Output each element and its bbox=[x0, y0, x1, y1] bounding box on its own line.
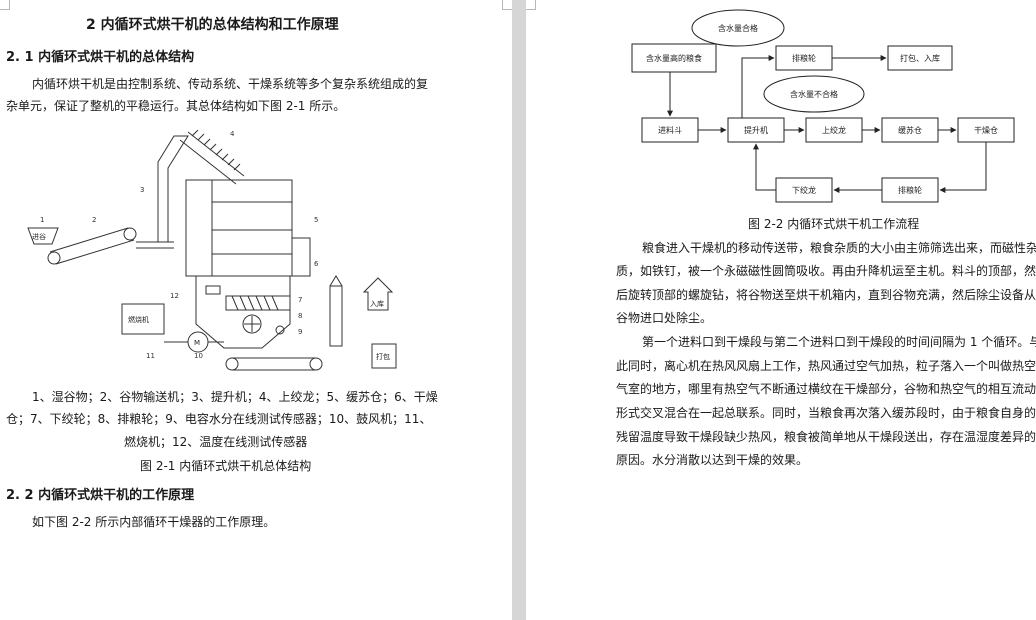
bubble-label: 含水量不合格 bbox=[790, 89, 838, 99]
bubble-qualified bbox=[691, 9, 785, 47]
box-label: 进谷 bbox=[32, 232, 46, 241]
section-heading-structure: 2. 1 内循环式烘干机的总体结构 bbox=[6, 50, 195, 65]
workflow-flowchart: 含水量高的粮食 进料斗 提升机 上绞龙 缓苏仓 干燥仓 排粮轮 打包、入库 排粮… bbox=[631, 9, 1015, 203]
paragraph-line: 形式交叉混合在一起总联系。同时，当粮食再次落入缓苏段时，由于粮食自身的 bbox=[616, 406, 1036, 420]
section-heading-principle: 2. 2 内循环式烘干机的工作原理 bbox=[6, 488, 195, 503]
flow-label: 打包、入库 bbox=[900, 53, 940, 63]
flow-box-elevator bbox=[727, 117, 785, 143]
paragraph-line: 后旋转顶部的螺旋钻，将谷物送至烘干机箱内，直到谷物充满，然后除尘设备从 bbox=[616, 288, 1036, 302]
box-label: 入库 bbox=[370, 299, 384, 308]
paragraph-line: 内循环烘干机是由控制系统、传动系统、干燥系统等多个复杂系统组成的复 bbox=[32, 77, 429, 91]
callout-number: 8 bbox=[298, 312, 302, 320]
callout-number: 11 bbox=[146, 352, 155, 360]
callout-number: 1 bbox=[40, 216, 44, 224]
box-label: 燃烧机 bbox=[128, 315, 149, 324]
flow-label: 下绞龙 bbox=[792, 185, 816, 195]
bubble-unqualified bbox=[763, 75, 865, 113]
figure-caption: 图 2-1 内循环式烘干机总体结构 bbox=[140, 459, 312, 473]
callout-number: 12 bbox=[170, 292, 179, 300]
lower-auger bbox=[225, 295, 291, 311]
paragraph-line: 如下图 2-2 所示内部循环干燥器的工作原理。 bbox=[32, 515, 276, 529]
callout-number: 3 bbox=[140, 186, 144, 194]
flow-label: 排粮轮 bbox=[898, 185, 922, 195]
elevator bbox=[136, 241, 174, 249]
grain-conveyor bbox=[49, 227, 135, 265]
moisture-sensor bbox=[275, 325, 285, 335]
flow-box-discharge-wheel bbox=[775, 45, 833, 71]
flow-label: 缓苏仓 bbox=[898, 125, 922, 135]
pack-box bbox=[371, 343, 397, 369]
flow-box-lower-auger bbox=[775, 177, 833, 203]
page-corner-mark bbox=[526, 0, 536, 10]
paragraph-line: 原因。水分消散以达到干燥的效果。 bbox=[616, 453, 809, 467]
flow-label: 干燥仓 bbox=[974, 125, 998, 135]
flow-label: 含水量高的粮食 bbox=[646, 53, 702, 63]
flow-label: 提升机 bbox=[744, 125, 768, 135]
document-page-left: 2 内循环式烘干机的总体结构和工作原理 2. 1 内循环式烘干机的总体结构 内循… bbox=[0, 0, 512, 620]
callout-number: 7 bbox=[298, 296, 302, 304]
discharge-wheel bbox=[242, 314, 262, 334]
flow-box-discharge-wheel-lower bbox=[881, 177, 939, 203]
flow-box-drying-bin bbox=[957, 117, 1015, 143]
page-gutter bbox=[512, 0, 526, 620]
figure-caption: 图 2-2 内循环式烘干机工作流程 bbox=[748, 217, 920, 231]
figure-legend-line: 燃烧机；12、温度在线测试传感器 bbox=[124, 435, 308, 449]
paragraph-line: 质，如铁钉，被一个永磁磁性圆筒吸收。再由升降机运至主机。料斗的顶部，然 bbox=[616, 264, 1036, 278]
callout-number: 6 bbox=[314, 260, 319, 268]
figure-legend-line: 1、湿谷物；2、谷物输送机；3、提升机；4、上绞龙；5、缓苏仓；6、干燥 bbox=[32, 390, 438, 404]
callout-number: 9 bbox=[298, 328, 302, 336]
box-label: 打包 bbox=[376, 352, 390, 361]
drying-bin bbox=[185, 179, 293, 277]
flow-label: 上绞龙 bbox=[822, 125, 846, 135]
paragraph-line: 第一个进料口到干燥段与第二个进料口到干燥段的时间间隔为 1 个循环。与 bbox=[642, 335, 1036, 349]
page-corner-mark bbox=[502, 0, 512, 10]
flow-box-high-moisture-grain bbox=[631, 43, 717, 73]
callout-number: 2 bbox=[92, 216, 96, 224]
temperature-sensor bbox=[205, 285, 221, 295]
callout-number: 10 bbox=[194, 352, 203, 360]
document-page-right: 含水量高的粮食 进料斗 提升机 上绞龙 缓苏仓 干燥仓 排粮轮 打包、入库 排粮… bbox=[526, 0, 1036, 620]
wet-grain-funnel bbox=[27, 227, 59, 245]
flow-label: 进料斗 bbox=[658, 125, 682, 135]
paragraph-line: 杂单元，保证了整机的平稳运行。其总体结构如下图 2-1 所示。 bbox=[6, 99, 346, 113]
lower-hopper bbox=[195, 276, 291, 349]
callout-number: 4 bbox=[230, 130, 235, 138]
flow-box-pack-store bbox=[887, 45, 953, 71]
paragraph-line: 谷物进口处除尘。 bbox=[616, 311, 713, 325]
chapter-title: 2 内循环式烘干机的总体结构和工作原理 bbox=[86, 17, 339, 33]
figure-legend-line: 仓；7、下绞轮；8、排粮轮；9、电容水分在线测试传感器；10、鼓风机；11、 bbox=[6, 412, 432, 426]
flow-box-tempering-bin bbox=[881, 117, 939, 143]
callout-number: 5 bbox=[314, 216, 318, 224]
flow-box-upper-auger bbox=[805, 117, 863, 143]
paragraph-line: 此同时，离心机在热风风扇上工作，热风通过空气加热，粒子落入一个叫做热空 bbox=[616, 359, 1036, 373]
furnace-box bbox=[121, 303, 165, 335]
page-corner-mark bbox=[0, 0, 10, 10]
storage-house bbox=[362, 277, 394, 311]
paragraph-line: 残留温度导致干燥段缺少热风，粮食被简单地从干燥段送出，存在温湿度差异的 bbox=[616, 430, 1036, 444]
paragraph-line: 气室的地方，哪里有热空气不断通过横纹在干燥部分，谷物和热空气的相互流动 bbox=[616, 382, 1036, 396]
box-label: M bbox=[194, 339, 200, 347]
upper-auger bbox=[179, 131, 245, 185]
dryer-structure-figure: 1 2 3 4 5 6 7 8 9 10 11 12 进谷 燃烧机 M 入库 打… bbox=[27, 129, 397, 371]
paragraph-line: 粮食进入干燥机的移动传送带，粮食杂质的大小由主筛筛选出来，而磁性杂 bbox=[642, 241, 1036, 255]
bubble-label: 含水量合格 bbox=[718, 23, 758, 33]
flow-label: 排粮轮 bbox=[792, 53, 816, 63]
